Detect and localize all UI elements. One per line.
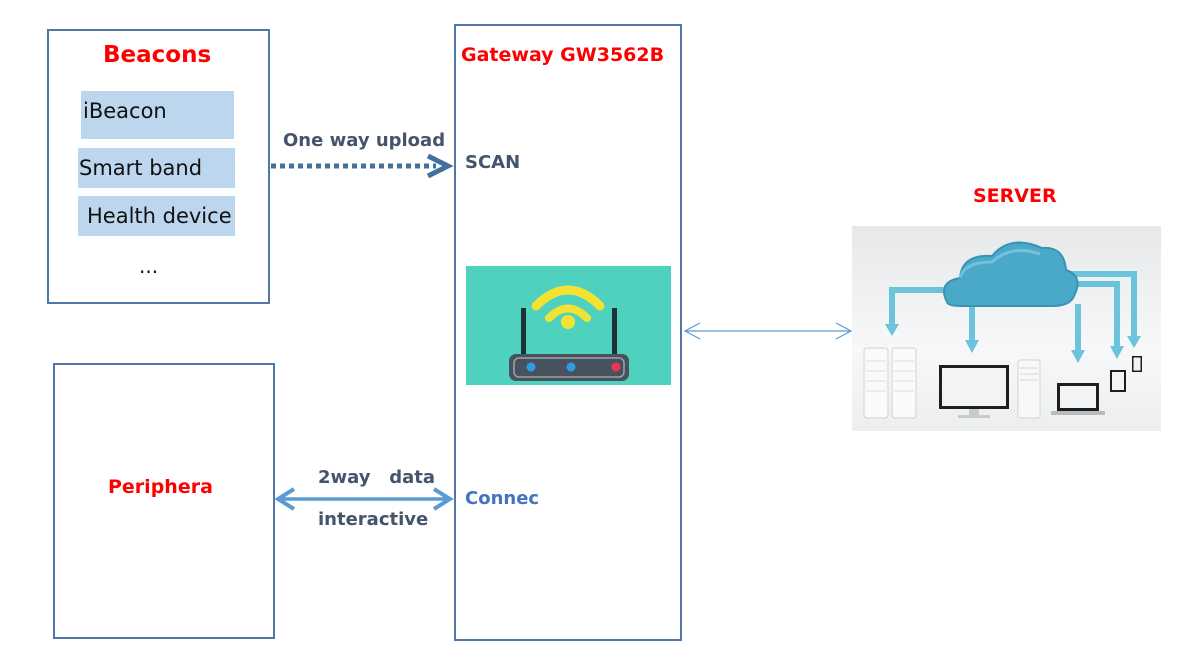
server-link-arrow (683, 322, 853, 340)
cloud-network-icon (852, 226, 1161, 431)
router-graphic (509, 285, 629, 381)
gateway-scan-label: SCAN (465, 152, 521, 173)
interactive-link-label-line2: interactive (318, 509, 429, 530)
interactive-link-label-line1: 2way data (318, 467, 436, 488)
server-graphic (863, 241, 1142, 419)
server-title: SERVER (973, 185, 1057, 207)
beacons-title: Beacons (103, 42, 212, 68)
beacon-item-label: Smart band (79, 156, 203, 180)
wifi-router-icon (466, 266, 671, 385)
peripheral-title: Periphera (108, 476, 213, 498)
beacon-item-health-device: Health device (78, 196, 235, 236)
beacons-more: ... (139, 254, 159, 278)
gateway-connect-label: Connec (465, 488, 540, 509)
beacon-item-smart-band: Smart band (78, 148, 235, 188)
upload-arrow (271, 153, 454, 179)
gateway-title: Gateway GW3562B (461, 44, 665, 66)
upload-link-label: One way upload (283, 130, 446, 151)
beacon-item-ibeacon: iBeacon (81, 91, 234, 139)
beacon-item-label: iBeacon (83, 99, 167, 123)
peripheral-box (53, 363, 275, 639)
interactive-arrow (274, 487, 454, 511)
beacon-item-label: Health device (87, 204, 232, 228)
